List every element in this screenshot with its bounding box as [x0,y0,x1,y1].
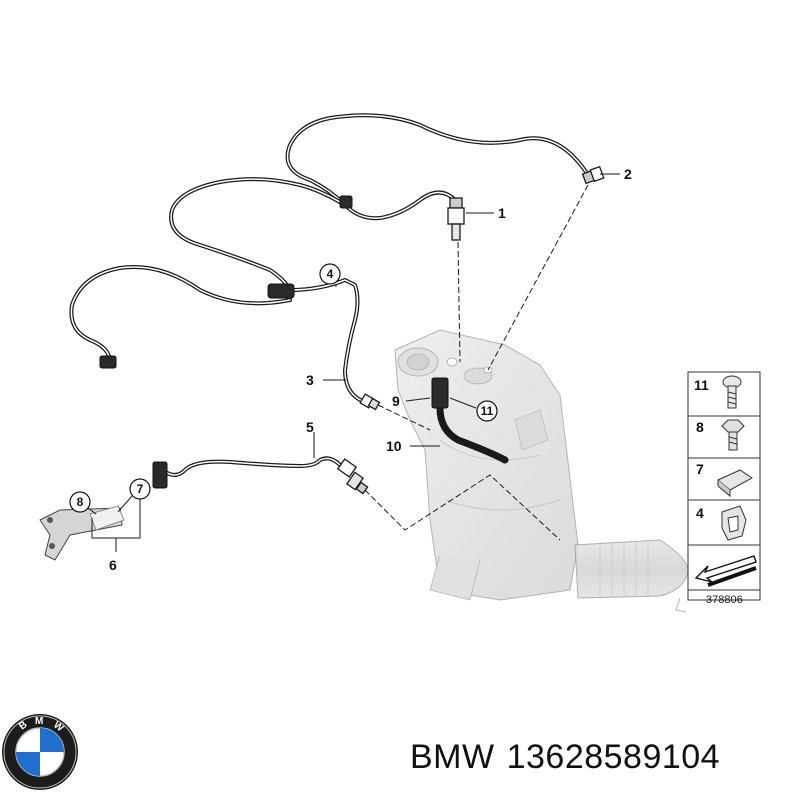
callout-10: 10 [386,438,402,454]
sensor-bracket [39,505,125,561]
screw-icon [722,375,742,409]
oxygen-sensor-3 [359,393,381,411]
callout-2: 2 [624,166,632,182]
clip-icon [717,469,753,498]
part-number: 13628589104 [506,738,721,776]
small-parts-legend: 11 8 7 4 [687,371,761,601]
callout-labels: 1 2 3 5 6 9 10 [109,166,632,573]
connectors [99,195,449,489]
connector-plug [152,461,168,489]
sensor-wiring [69,113,592,477]
callout-8: 8 [77,495,84,509]
callout-7: 7 [137,482,144,496]
callout-6: 6 [109,557,117,573]
callout-11: 11 [481,404,494,418]
callout-1: 1 [498,205,506,221]
connector-plug [99,355,117,369]
outlet-pipe [574,539,689,613]
legend-number-7: 7 [696,461,704,477]
callout-3: 3 [306,372,314,388]
bmw-logo: B M W [2,714,78,790]
legend-number-8: 8 [696,419,704,435]
svg-text:M: M [35,716,43,727]
oxygen-sensor-2 [581,165,605,185]
diagram-code: 378806 [706,594,743,606]
leader-dashes [364,184,589,541]
legend-number-11: 11 [694,377,709,393]
pressure-sensor-body [431,377,449,409]
brand-name: BMW [410,738,495,776]
legend-number-4: 4 [696,505,704,521]
arrow-icon [694,555,757,587]
callout-4: 4 [327,267,334,281]
circled-callouts: 4 7 8 11 [69,263,498,513]
callout-9: 9 [392,393,400,409]
cable-holder-icon [721,505,747,541]
leader-lines [87,173,620,552]
oxygen-sensor-1 [447,197,465,241]
hex-bolt-icon [721,419,745,451]
callout-5: 5 [306,419,314,435]
oxygen-sensor-5 [336,458,369,495]
part-caption: BMW 13628589104 [410,738,732,777]
particulate-filter [394,329,579,601]
connector-plug [267,283,295,299]
connector-plug [339,195,353,209]
